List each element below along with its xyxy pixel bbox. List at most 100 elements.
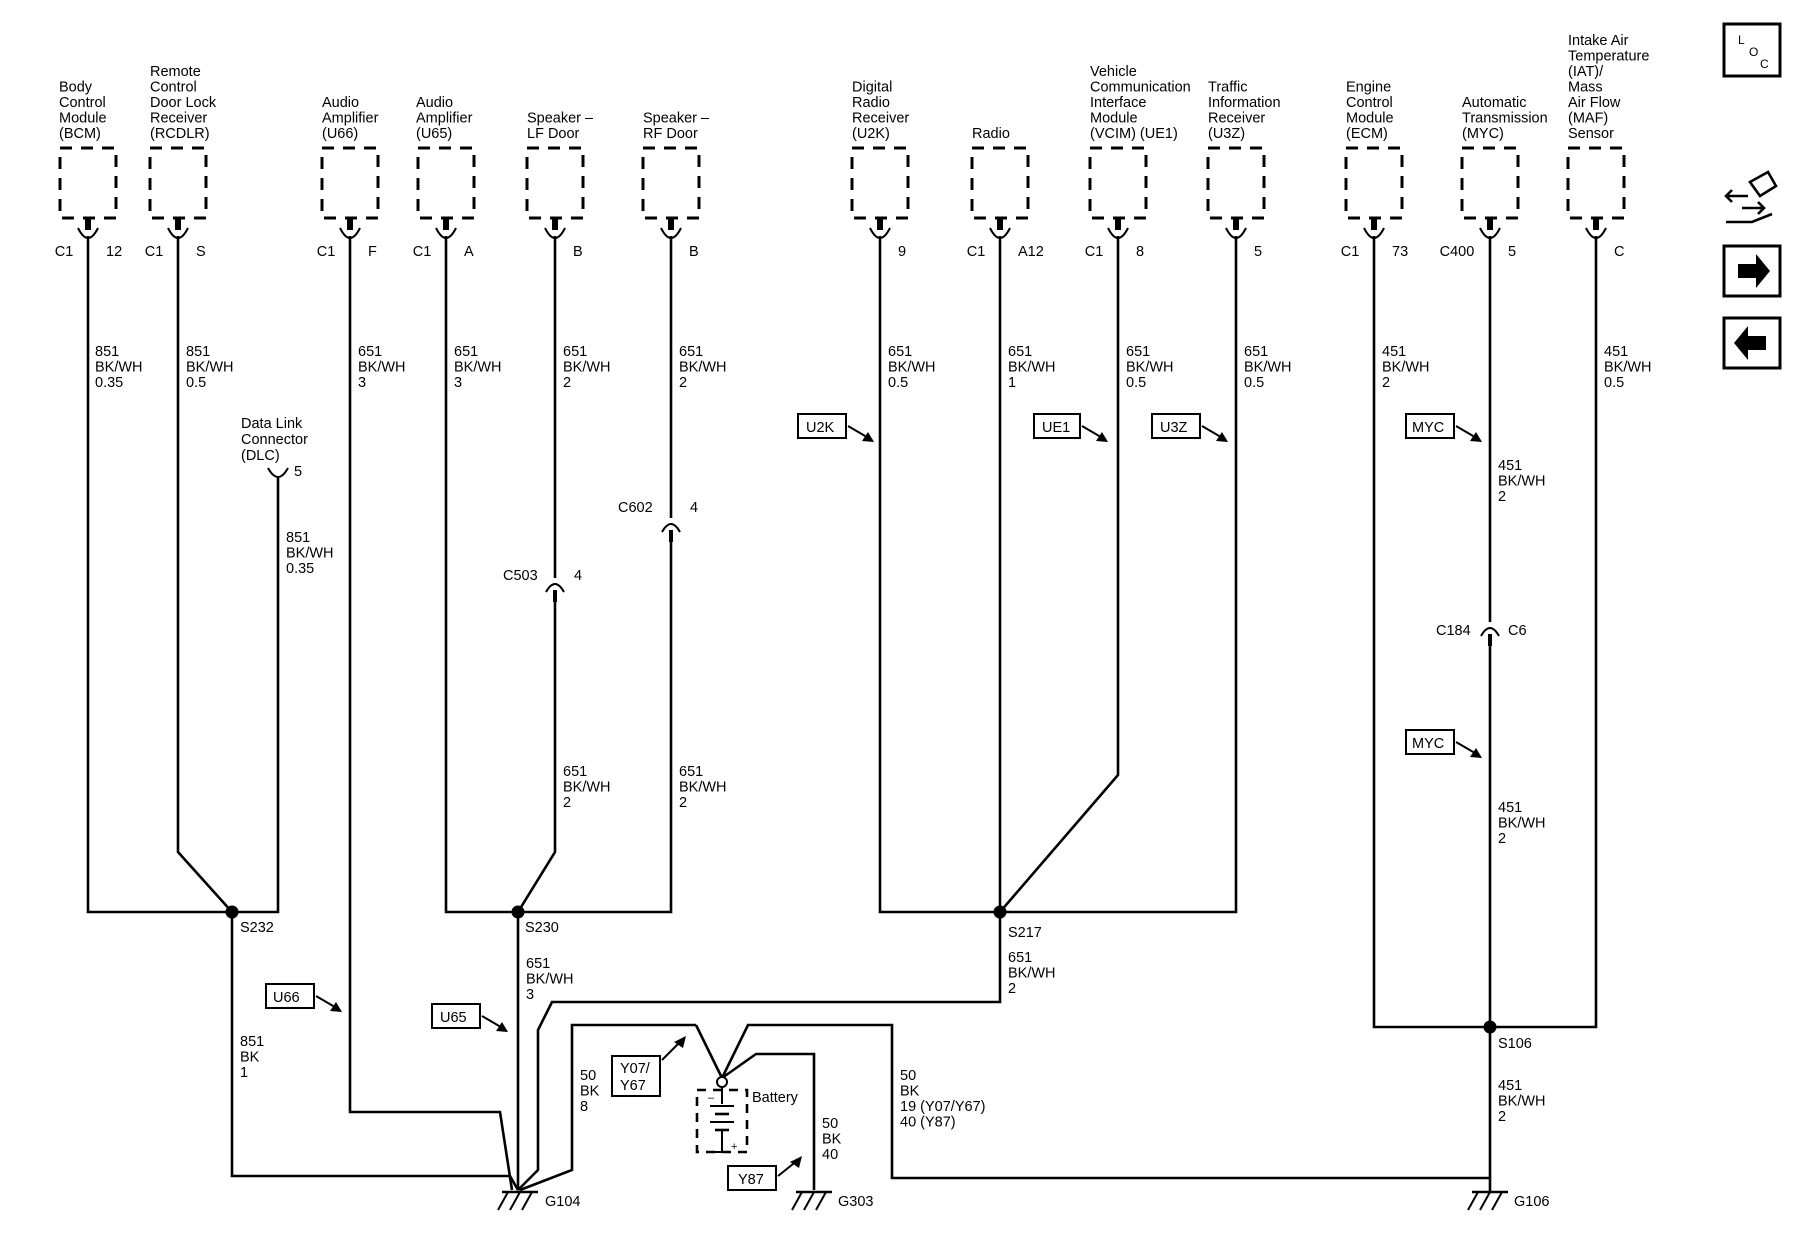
component-rcdlr[interactable]: [148, 146, 208, 220]
option-tag-u66[interactable]: U66: [265, 983, 342, 1012]
wire-label-radio: 651: [1008, 344, 1032, 360]
svg-text:C184: C184: [1436, 623, 1471, 639]
component-u66[interactable]: [320, 146, 380, 220]
option-tag-myc-bottom[interactable]: MYC: [1405, 729, 1482, 758]
connector-pin-radio[interactable]: [989, 218, 1011, 239]
wire-dlc: [232, 478, 280, 914]
inline-connector-c503[interactable]: C503 4: [503, 568, 582, 602]
connector-pin-u66[interactable]: [339, 218, 361, 239]
option-tag-u2k[interactable]: U2K: [797, 413, 874, 442]
svg-text:G106: G106: [1514, 1194, 1549, 1210]
connector-pin-vcim[interactable]: [1107, 218, 1129, 239]
wire-label-spk-rf-top: 651: [679, 344, 703, 360]
connector-pin-spk-lf[interactable]: [544, 218, 566, 239]
component-label-iat: Temperature: [1568, 49, 1649, 65]
component-spk-lf[interactable]: [525, 146, 585, 220]
component-vcim[interactable]: [1088, 146, 1148, 220]
component-u2k[interactable]: [850, 146, 910, 220]
loc-button[interactable]: L O C: [1722, 22, 1782, 78]
component-label-iat: Air Flow: [1568, 95, 1621, 111]
ground-g303[interactable]: G303: [791, 1190, 873, 1211]
component-label-u2k: (U2K): [852, 126, 890, 142]
wire-label-myc-bot: 451: [1498, 800, 1522, 816]
svg-text:5: 5: [294, 464, 302, 480]
inline-connector-c184[interactable]: C184 C6: [1436, 623, 1527, 646]
component-ecm[interactable]: [1344, 146, 1404, 220]
connector-pin-myc[interactable]: [1479, 218, 1501, 239]
wire-label-s230-g104: BK/WH: [526, 972, 574, 988]
pin-number-u66: F: [368, 244, 377, 260]
svg-text:4: 4: [690, 500, 698, 516]
connector-pin-ecm[interactable]: [1363, 218, 1385, 239]
svg-text:Data Link: Data Link: [241, 416, 303, 432]
splice-label-s106: S106: [1498, 1036, 1532, 1052]
wire-label-iat: 0.5: [1604, 375, 1624, 391]
component-bcm[interactable]: [58, 146, 118, 220]
wire-label-battery-g104: BK: [580, 1084, 600, 1100]
wire-label-s106-g106: BK/WH: [1498, 1094, 1546, 1110]
component-u65[interactable]: [416, 146, 476, 220]
option-tag-y87[interactable]: Y87: [727, 1156, 802, 1191]
connector-pin-u3z[interactable]: [1225, 218, 1247, 239]
wire-label-battery-g303: 40: [822, 1147, 838, 1163]
component-u3z[interactable]: [1206, 146, 1266, 220]
option-tag-myc-top[interactable]: MYC: [1405, 413, 1482, 442]
wire-label-u66: 651: [358, 344, 382, 360]
option-tag-u3z[interactable]: U3Z: [1151, 413, 1228, 442]
connector-name-radio: C1: [967, 244, 986, 260]
connector-pin-u2k[interactable]: [869, 218, 891, 239]
connector-pin-iat[interactable]: [1585, 218, 1607, 239]
wire-vcim: [999, 236, 1120, 913]
svg-text:MYC: MYC: [1412, 736, 1444, 752]
component-label-u65: Audio: [416, 95, 453, 111]
component-label-rcdlr: (RCDLR): [150, 126, 210, 142]
wire-label-s230-g104: 651: [526, 956, 550, 972]
battery[interactable]: – + Battery: [695, 1076, 799, 1154]
component-iat[interactable]: [1566, 146, 1626, 220]
wire-label-u2k: 0.5: [888, 375, 908, 391]
connector-pin-bcm[interactable]: [77, 218, 99, 239]
inline-connector-c602[interactable]: C602 4: [618, 500, 698, 542]
connector-name-myc: C400: [1440, 244, 1475, 260]
svg-text:UE1: UE1: [1042, 420, 1070, 436]
connector-pin-spk-rf[interactable]: [660, 218, 682, 239]
svg-text:Y67: Y67: [620, 1078, 646, 1094]
wire-ecm: [1372, 236, 1490, 1029]
wire-label-s232-g104: BK: [240, 1050, 260, 1066]
component-label-vcim: (VCIM) (UE1): [1090, 126, 1178, 142]
component-radio[interactable]: [970, 146, 1030, 220]
option-tag-u65[interactable]: U65: [431, 1003, 508, 1032]
svg-text:U3Z: U3Z: [1160, 420, 1188, 436]
splice-label-s232: S232: [240, 920, 274, 936]
pin-number-u2k: 9: [898, 244, 906, 260]
wire-s217-g104: [517, 912, 1002, 1191]
dlc-connector[interactable]: Data Link Connector (DLC) 5: [241, 416, 308, 480]
component-label-myc: (MYC): [1462, 126, 1504, 142]
battery-label: Battery: [752, 1090, 799, 1106]
wire-label-u3z: 0.5: [1244, 375, 1264, 391]
wire-u3z: [1000, 236, 1238, 914]
wire-label-u66: 3: [358, 375, 366, 391]
connector-view-icon[interactable]: [1724, 170, 1778, 224]
wire-label-spk-rf-top: BK/WH: [679, 360, 727, 376]
svg-text:+: +: [731, 1141, 737, 1153]
option-tag-ue1[interactable]: UE1: [1033, 413, 1108, 442]
component-label-u66: Audio: [322, 95, 359, 111]
ground-g106[interactable]: G106: [1467, 1178, 1549, 1211]
wire-label-rcdlr: 851: [186, 344, 210, 360]
option-tag-y07-y67[interactable]: Y07/ Y67: [611, 1036, 686, 1097]
ground-g104[interactable]: G104: [497, 1190, 580, 1211]
connector-pin-rcdlr[interactable]: [167, 218, 189, 239]
wire-rcdlr: [176, 236, 233, 913]
component-spk-rf[interactable]: [641, 146, 701, 220]
wire-label-u66: BK/WH: [358, 360, 406, 376]
next-page-button[interactable]: [1722, 244, 1782, 298]
component-label-rcdlr: Receiver: [150, 111, 207, 127]
connector-name-u66: C1: [317, 244, 336, 260]
component-label-u3z: Traffic: [1208, 80, 1247, 96]
component-myc[interactable]: [1460, 146, 1520, 220]
connector-pin-u65[interactable]: [435, 218, 457, 239]
previous-page-button[interactable]: [1722, 316, 1782, 370]
svg-text:C602: C602: [618, 500, 653, 516]
